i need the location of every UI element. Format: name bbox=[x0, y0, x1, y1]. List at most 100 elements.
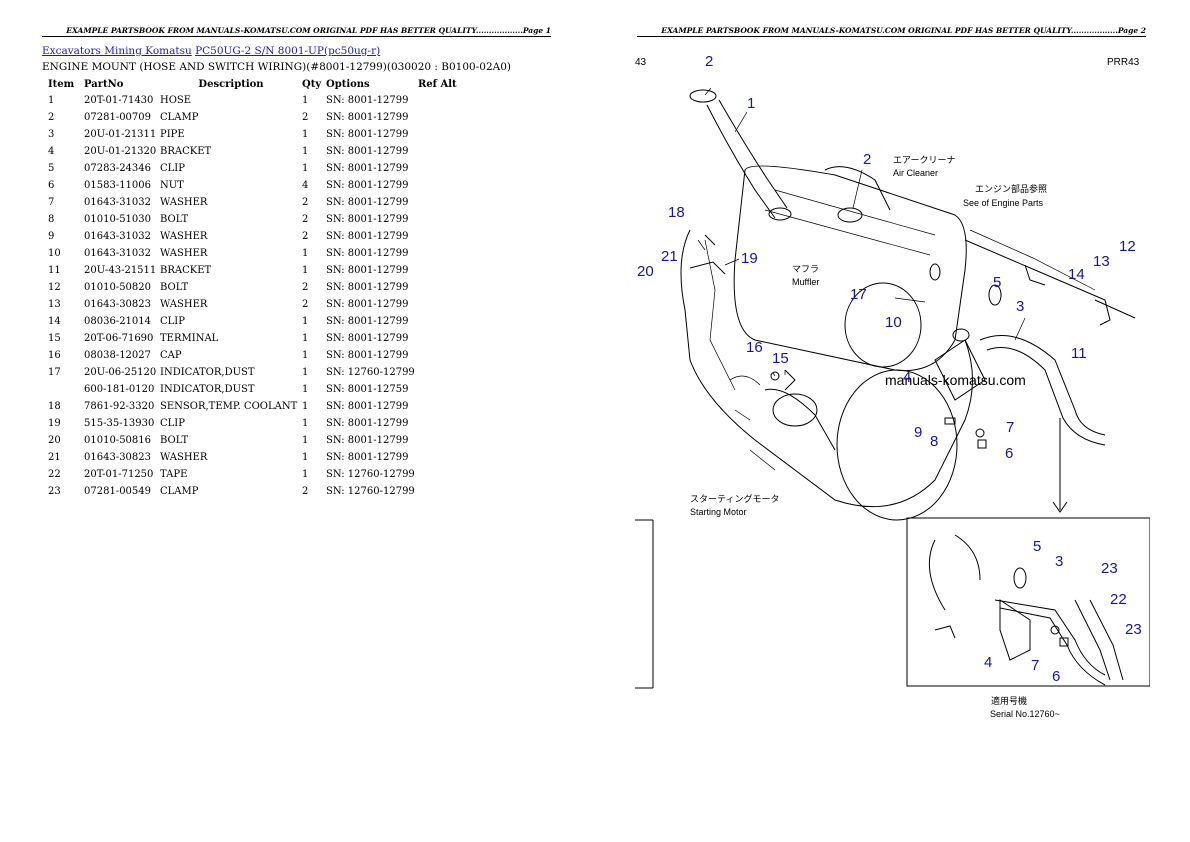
breadcrumb-link-model[interactable]: PC50UG-2 S/N 8001-UP(pc50ug-r) bbox=[195, 45, 381, 57]
engine-mount-diagram: 43 PRR43 エアークリーナ Air Cleaner エンジン部品参照 Se… bbox=[635, 53, 1150, 719]
starting-motor-label: Starting Motor bbox=[690, 507, 747, 517]
cell-desc: WASHER bbox=[160, 299, 208, 310]
cell-item: 2 bbox=[48, 112, 55, 123]
cell-desc: TERMINAL bbox=[160, 333, 219, 344]
cell-ref bbox=[418, 92, 458, 109]
callout-15: 15 bbox=[772, 350, 789, 367]
cell-qty: 2 bbox=[302, 282, 309, 293]
column-header-qty: Qty bbox=[302, 78, 322, 90]
cell-desc: WASHER bbox=[160, 248, 208, 259]
cell-qty: 2 bbox=[302, 197, 309, 208]
cell-qty: 2 bbox=[302, 231, 309, 242]
cell-ref bbox=[418, 415, 458, 432]
cell-opt: SN: 8001-12799 bbox=[326, 197, 409, 208]
detail-clip bbox=[1013, 567, 1027, 589]
cell-ref bbox=[418, 347, 458, 364]
engine-detail bbox=[704, 239, 736, 391]
breadcrumb-link-category[interactable]: Excavators Mining Komatsu bbox=[42, 45, 192, 57]
cell-ref bbox=[418, 381, 458, 398]
cell-opt: SN: 8001-12799 bbox=[326, 112, 409, 123]
cell-desc: WASHER bbox=[160, 452, 208, 463]
engine-parts-label: See of Engine Parts bbox=[963, 198, 1044, 208]
air-cleaner-label-jp: エアークリーナ bbox=[893, 155, 955, 165]
cell-ref bbox=[418, 211, 458, 228]
callout-6: 6 bbox=[1005, 445, 1013, 462]
clamp-shape bbox=[952, 328, 970, 342]
cell-item: 14 bbox=[48, 316, 61, 327]
muffler-end bbox=[844, 282, 922, 368]
starting-motor-shape bbox=[764, 388, 836, 451]
cell-partno: 7861-92-3320 bbox=[84, 401, 155, 412]
cell-qty: 1 bbox=[302, 418, 309, 429]
engine-outline bbox=[680, 229, 973, 508]
breadcrumb: Excavators Mining Komatsu PC50UG-2 S/N 8… bbox=[42, 45, 380, 57]
cell-partno: 20U-01-21311 bbox=[84, 129, 157, 140]
cell-opt: SN: 8001-12759 bbox=[326, 384, 409, 395]
callout-5-detail: 5 bbox=[1033, 538, 1041, 555]
cell-ref bbox=[418, 262, 458, 279]
cell-ref bbox=[418, 432, 458, 449]
cell-item: 10 bbox=[48, 248, 61, 259]
page-header: EXAMPLE PARTSBOOK FROM MANUALS-KOMATSU.C… bbox=[637, 26, 1146, 37]
air-cleaner-shape bbox=[824, 166, 891, 211]
cell-partno: 07281-00709 bbox=[84, 112, 152, 123]
cell-qty: 1 bbox=[302, 452, 309, 463]
cell-qty: 1 bbox=[302, 146, 309, 157]
callout-4: 4 bbox=[903, 369, 911, 386]
callout-3-detail: 3 bbox=[1055, 553, 1063, 570]
cell-opt: SN: 8001-12799 bbox=[326, 265, 409, 276]
cell-partno: 20T-06-71690 bbox=[84, 333, 154, 344]
cell-desc: SENSOR,TEMP. COOLANT bbox=[160, 401, 298, 412]
callout-16: 16 bbox=[746, 339, 763, 356]
cell-qty: 1 bbox=[302, 265, 309, 276]
cell-ref bbox=[418, 143, 458, 160]
cell-desc: BOLT bbox=[160, 435, 189, 446]
cell-desc: NUT bbox=[160, 180, 184, 191]
cell-item: 7 bbox=[48, 197, 55, 208]
cell-desc: BOLT bbox=[160, 282, 189, 293]
cell-opt: SN: 8001-12799 bbox=[326, 231, 409, 242]
cell-opt: SN: 8001-12799 bbox=[326, 299, 409, 310]
detail-pipe bbox=[994, 599, 1106, 686]
cell-desc: TAPE bbox=[160, 469, 188, 480]
cell-item: 18 bbox=[48, 401, 61, 412]
cell-qty: 2 bbox=[302, 112, 309, 123]
cell-ref bbox=[418, 177, 458, 194]
callout-20: 20 bbox=[637, 263, 654, 280]
cell-qty: 1 bbox=[302, 333, 309, 344]
callout-12: 12 bbox=[1119, 238, 1136, 255]
cell-desc: BRACKET bbox=[160, 265, 212, 276]
indicator-shape bbox=[929, 263, 941, 281]
callout-7: 7 bbox=[1006, 419, 1014, 436]
cell-partno: 20U-01-21320 bbox=[84, 146, 157, 157]
cell-partno: 01643-31032 bbox=[84, 248, 152, 259]
cell-partno: 20U-06-25120 bbox=[84, 367, 157, 378]
cell-partno: 600-181-0120 bbox=[84, 384, 155, 395]
bracket-shape bbox=[969, 229, 1096, 291]
callout-8: 8 bbox=[930, 433, 938, 450]
cell-partno: 01643-31032 bbox=[84, 231, 152, 242]
starting-motor-label-jp: スターティングモータ bbox=[690, 493, 779, 504]
detail-washer bbox=[1050, 625, 1060, 635]
cell-partno: 08036-21014 bbox=[84, 316, 152, 327]
callout-4-detail: 4 bbox=[984, 654, 992, 671]
diagram-page: EXAMPLE PARTSBOOK FROM MANUALS-KOMATSU.C… bbox=[595, 0, 1190, 842]
callout-7-detail: 7 bbox=[1031, 657, 1039, 674]
cell-opt: SN: 8001-12799 bbox=[326, 418, 409, 429]
page-header: EXAMPLE PARTSBOOK FROM MANUALS-KOMATSU.C… bbox=[42, 26, 551, 37]
callout-9: 9 bbox=[914, 424, 922, 441]
cell-desc: CLIP bbox=[160, 418, 185, 429]
cell-qty: 2 bbox=[302, 299, 309, 310]
cell-qty: 2 bbox=[302, 214, 309, 225]
clamp-shape bbox=[837, 207, 863, 223]
cell-desc: CLAMP bbox=[160, 486, 199, 497]
cell-item: 8 bbox=[48, 214, 55, 225]
cell-item: 20 bbox=[48, 435, 61, 446]
